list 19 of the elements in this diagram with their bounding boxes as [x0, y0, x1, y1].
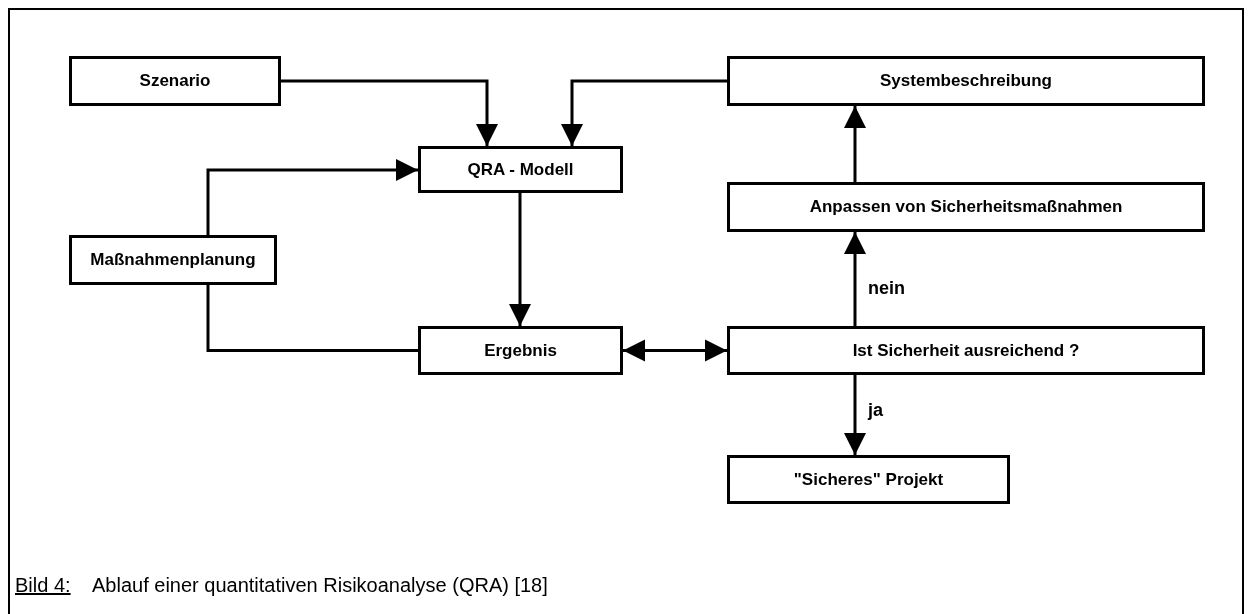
arrow: [509, 193, 531, 326]
arrow: [844, 375, 866, 455]
figure-number: Bild 4:: [15, 574, 71, 597]
arrow: [844, 106, 866, 182]
arrow: [281, 79, 498, 146]
process-box: Systembeschreibung: [727, 56, 1205, 106]
arrow: [561, 79, 727, 146]
process-box: Anpassen von Sicherheitsmaßnahmen: [727, 182, 1205, 232]
process-box: Maßnahmenplanung: [69, 235, 277, 285]
arrow: [623, 339, 727, 362]
arrow: [206, 159, 418, 235]
arrow: [844, 232, 866, 326]
process-box: Szenario: [69, 56, 281, 106]
caption: Ablauf einer quantitativen Risikoanalyse (QRA) [18]: [92, 574, 548, 597]
process-box: QRA - Modell: [418, 146, 623, 193]
process-box: "Sicheres" Projekt: [727, 455, 1010, 504]
edge-label: ja: [866, 400, 885, 421]
process-box: Ist Sicherheit ausreichend ?: [727, 326, 1205, 375]
process-box: Ergebnis: [418, 326, 623, 375]
